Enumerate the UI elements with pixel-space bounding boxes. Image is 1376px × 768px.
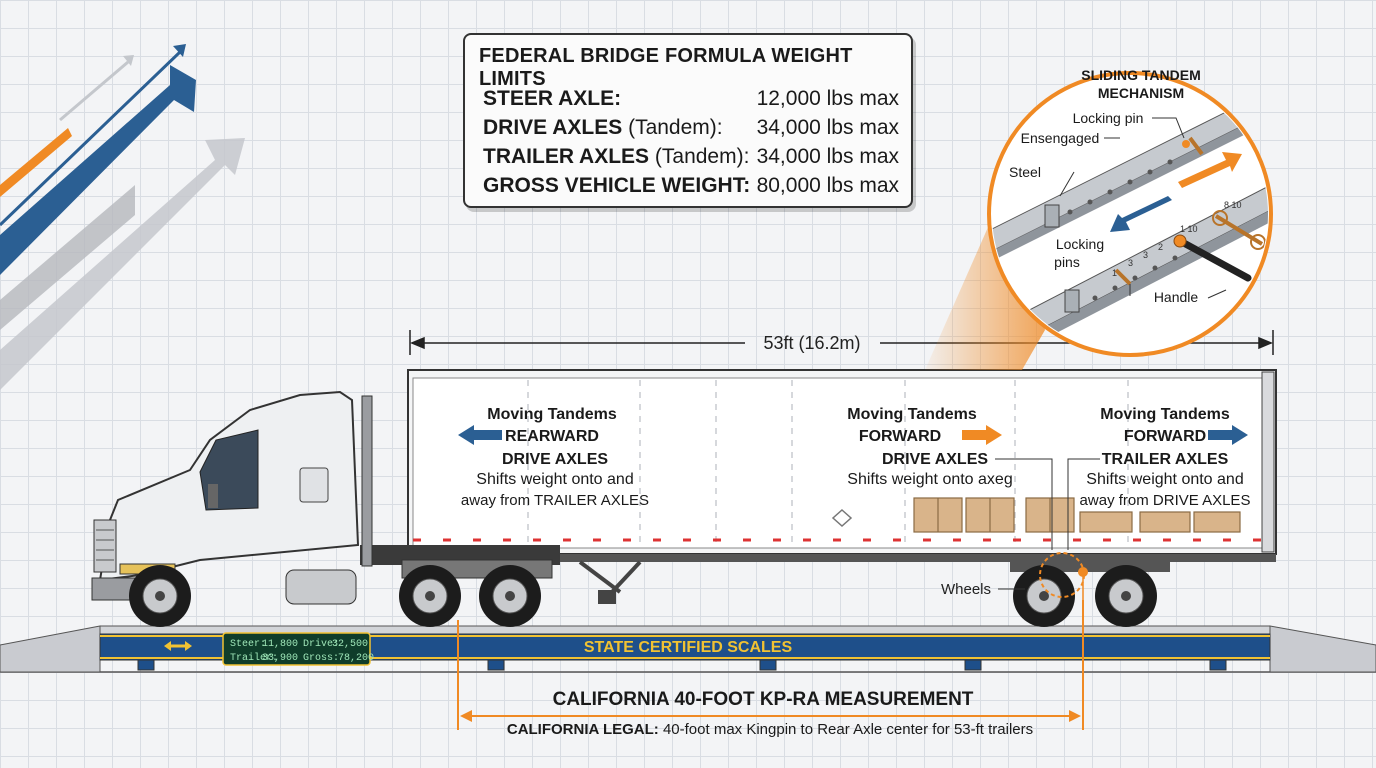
slide-forward-arrow-icon [1178, 152, 1242, 188]
limit-row-gross: GROSS VEHICLE WEIGHT: 80,000 lbs max [483, 174, 899, 198]
inset-title-line1: SLIDING TANDEM [1081, 67, 1201, 83]
limit-value: 34,000 lbs max [756, 145, 899, 168]
slide-rearward-arrow-icon [1110, 196, 1172, 232]
limit-label: STEER AXLE: [483, 87, 622, 110]
callout1-desc-line1: Shifts weight onto and [476, 471, 634, 488]
limit-value: 12,000 lbs max [756, 87, 899, 110]
callout1-desc-line2: away from TRAILER AXLES [460, 492, 650, 509]
limit-sublabel: (Tandem): [622, 116, 723, 139]
forward-arrow-icon [1208, 425, 1248, 445]
readout-gross-label: Gross: [303, 653, 339, 664]
readout-drive-value: 32,500 [332, 639, 368, 650]
callout2-axle: DRIVE AXLES [881, 451, 989, 468]
trailer-tandem [1010, 552, 1170, 627]
kp-ra-dimension [457, 600, 1084, 730]
callout3-axle: TRAILER AXLES [1101, 451, 1229, 468]
inset-locking-pins-label-2: pins [1054, 254, 1080, 270]
wheels-label: Wheels [941, 581, 991, 598]
callout1-direction: REARWARD [505, 428, 599, 445]
california-legal-text: 40-foot max Kingpin to Rear Axle center … [658, 721, 1034, 738]
readout-steer-label: Steer: [230, 639, 266, 650]
callout3-desc-line1: Shifts weight onto and [1086, 471, 1244, 488]
rail-number: 1 10 [1180, 224, 1198, 234]
cargo-boxes [913, 497, 1241, 533]
inset-locking-pin-label: Locking pin [1073, 110, 1144, 126]
limit-label: GROSS VEHICLE WEIGHT: [483, 174, 751, 197]
limit-row-steer: STEER AXLE: 12,000 lbs max [483, 87, 899, 111]
limit-value: 80,000 lbs max [756, 174, 899, 197]
readout-steer-value: 11,800 [262, 639, 298, 650]
rail-number: 3 [1143, 250, 1148, 260]
limit-label: TRAILER AXLES [483, 145, 650, 168]
trailer-length-label: 53ft (16.2m) [763, 333, 860, 353]
rail-number: 1 [1112, 268, 1117, 278]
callout2-direction: FORWARD [858, 428, 942, 445]
callout2-desc-line1: Shifts weight onto axeg [847, 471, 1013, 488]
california-title: CALIFORNIA 40-FOOT KP-RA MEASUREMENT [552, 689, 974, 710]
readout-gross-value: 78,200 [338, 653, 374, 664]
readout-trailer-label: Trailer: [230, 652, 278, 664]
rail-number: 3 [1128, 258, 1133, 268]
limit-row-drive: DRIVE AXLES (Tandem): 34,000 lbs max [483, 116, 899, 140]
readout-trailer-value: 33,900 [262, 653, 298, 664]
scale-platform [0, 625, 1376, 673]
scale-name: STATE CERTIFIED SCALES [584, 639, 793, 656]
callout3-desc-line2: away from DRIVE AXLES [1079, 492, 1251, 509]
decorative-arrows [0, 44, 245, 390]
inset-beam [925, 200, 1045, 370]
callout3-title: Moving Tandems [1100, 406, 1230, 423]
scale-readout: Steer: 11,800 Drive: 32,500 Trailer: 33,… [230, 638, 374, 664]
rearward-arrow-icon [458, 425, 502, 445]
truck-tractor [91, 390, 560, 627]
limit-sublabel: (Tandem): [649, 145, 750, 168]
inset-engaged-label: Ensengaged [1021, 130, 1100, 146]
readout-drive-label: Drive: [303, 638, 339, 650]
inset-locking-pins-label-1: Locking [1056, 236, 1104, 252]
rail-number: 2 [1158, 242, 1163, 252]
limit-value: 34,000 lbs max [756, 116, 899, 139]
callout2-title: Moving Tandems [847, 406, 977, 423]
inset-title-line2: MECHANISM [1098, 85, 1184, 101]
callout1-title: Moving Tandems [487, 406, 617, 423]
weight-limits-box: FEDERAL BRIDGE FORMULA WEIGHT LIMITS STE… [463, 33, 913, 208]
forward-arrow-icon [962, 425, 1002, 445]
sliding-tandem-inset [987, 71, 1273, 357]
callout3-direction: FORWARD [1123, 428, 1207, 445]
california-legal-note: CALIFORNIA LEGAL: 40-foot max Kingpin to… [440, 721, 1100, 738]
limits-box-title: FEDERAL BRIDGE FORMULA WEIGHT LIMITS [479, 45, 853, 90]
callout1-axle: DRIVE AXLES [501, 451, 609, 468]
rail-number: 8 10 [1224, 200, 1242, 210]
inset-handle-label: Handle [1154, 289, 1199, 305]
limit-row-trailer: TRAILER AXLES (Tandem): 34,000 lbs max [483, 145, 899, 169]
scale-arrow-icon [164, 641, 192, 651]
limit-label: DRIVE AXLES [483, 116, 623, 139]
california-legal-label: CALIFORNIA LEGAL: [506, 721, 659, 738]
inset-steel-label: Steel [1009, 164, 1041, 180]
